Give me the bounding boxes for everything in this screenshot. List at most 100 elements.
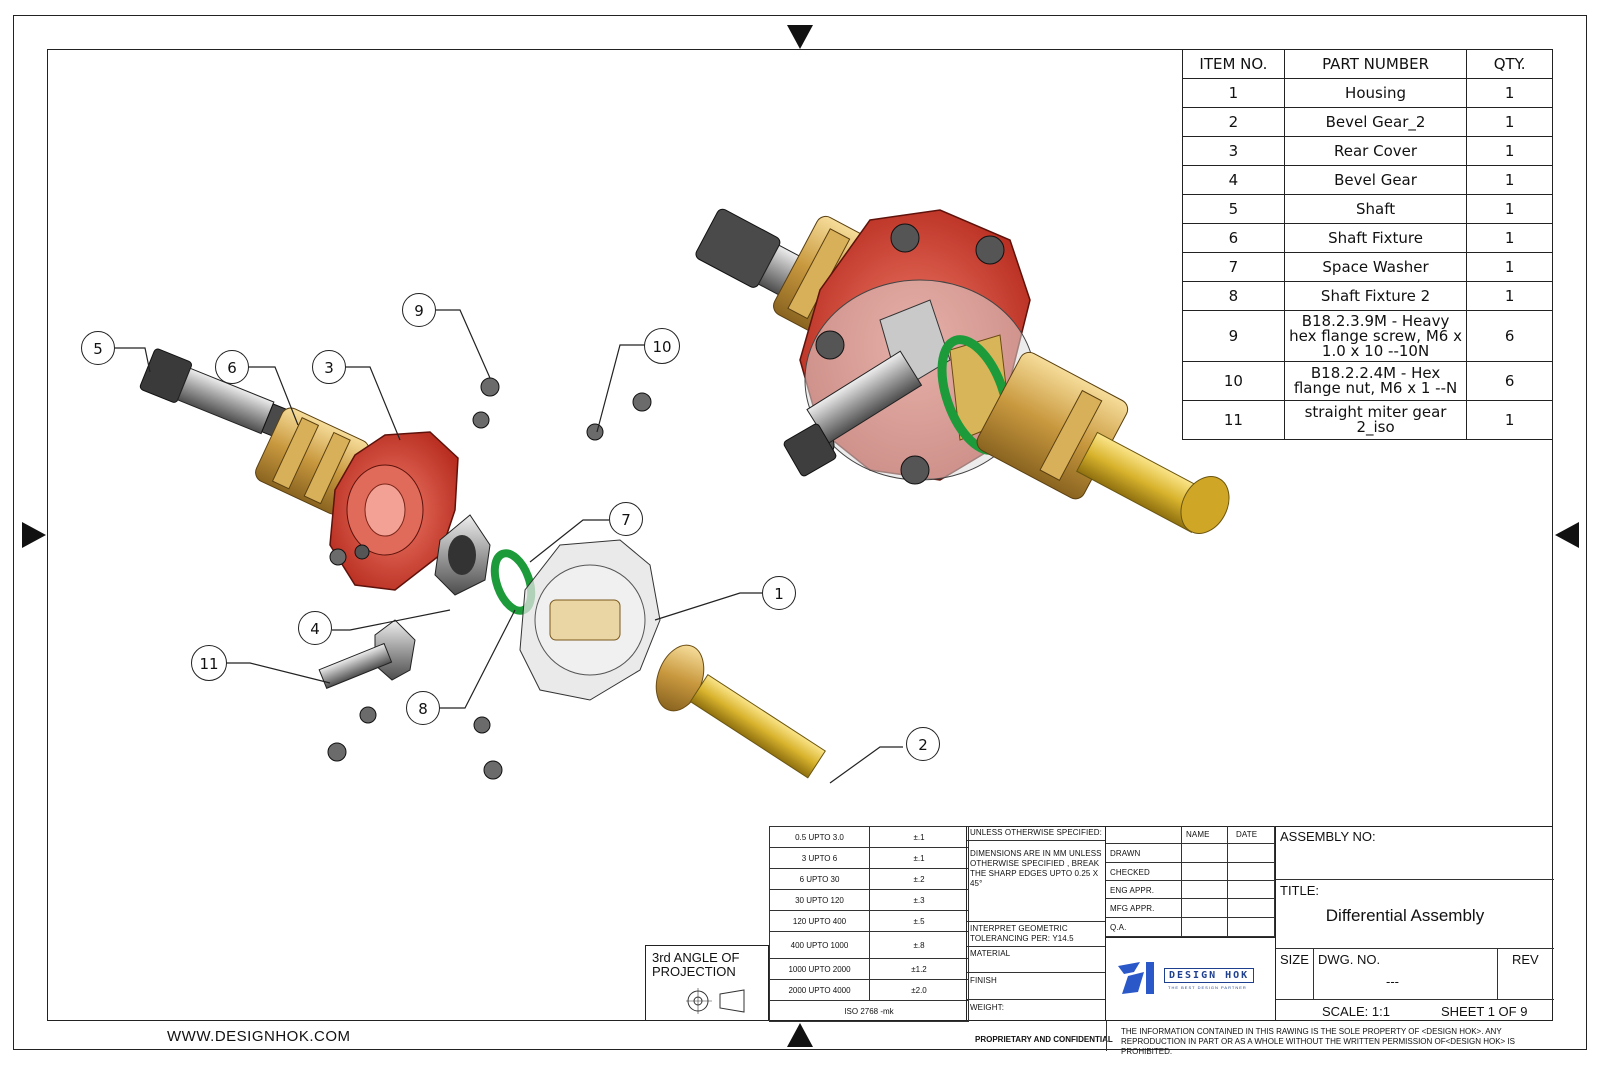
- tolerance-range: 6 UPTO 30: [769, 868, 870, 890]
- bom-qty: 1: [1466, 400, 1553, 440]
- tolerance-value: ±.1: [869, 826, 969, 848]
- tolerance-row: 2000 UPTO 4000±2.0: [769, 979, 969, 1001]
- sheet-label: SHEET 1 OF 9: [1441, 1004, 1528, 1019]
- notes-column: UNLESS OTHERWISE SPECIFIED: DIMENSIONS A…: [966, 826, 1106, 1021]
- tolerance-row: 1000 UPTO 2000±1.2: [769, 958, 969, 980]
- drawing-outer-border: [13, 15, 1587, 1050]
- part-bevel-gear-2: [655, 644, 826, 779]
- callout-balloon: 9: [402, 293, 436, 327]
- bom-qty: 6: [1466, 361, 1553, 401]
- bom-item: 10: [1182, 361, 1285, 401]
- bom-qty: 1: [1466, 252, 1553, 282]
- callout-leaders: [115, 309, 903, 784]
- tolerance-value: ±2.0: [869, 979, 969, 1001]
- rev-label: REV: [1512, 952, 1539, 967]
- hex-bolts-and-nuts: [327, 377, 652, 780]
- projection-box: 3rd ANGLE OF PROJECTION: [645, 945, 769, 1021]
- bom-part: straight miter gear 2_iso: [1283, 400, 1468, 440]
- signoff-row-label: MFG APPR.: [1110, 904, 1155, 913]
- part-housing: [519, 539, 661, 701]
- callout-balloon: 1: [762, 576, 796, 610]
- callout-balloon: 2: [906, 727, 940, 761]
- bom-header-qty: QTY.: [1466, 49, 1553, 79]
- bom-part: Rear Cover: [1283, 136, 1468, 166]
- right-center-mark-icon: [1555, 522, 1579, 548]
- tolerance-value: ±.3: [869, 889, 969, 911]
- confidential-label: PROPRIETARY AND CONFIDENTIAL: [975, 1035, 1113, 1044]
- notes-finish: FINISH: [970, 976, 997, 985]
- tolerance-standard: ISO 2768 -mk: [769, 1000, 969, 1022]
- part-straight-miter-gear: [318, 619, 416, 689]
- callout-balloon: 8: [406, 691, 440, 725]
- signoff-name-header: NAME: [1186, 830, 1210, 839]
- bom-item: 9: [1182, 310, 1285, 362]
- assembly-no-label: ASSEMBLY NO:: [1280, 829, 1376, 844]
- signoff-row-label: CHECKED: [1110, 868, 1150, 877]
- tolerance-range: 2000 UPTO 4000: [769, 979, 870, 1001]
- tolerance-range: 120 UPTO 400: [769, 910, 870, 932]
- notes-heading: UNLESS OTHERWISE SPECIFIED:: [970, 828, 1102, 837]
- company-logo: DESIGN HOK THE BEST DESIGN PARTNER: [1106, 937, 1275, 1021]
- website-link[interactable]: WWW.DESIGNHOK.COM: [167, 1028, 351, 1045]
- confidentiality-disclaimer: THE INFORMATION CONTAINED IN THIS RAWING…: [1121, 1027, 1515, 1056]
- bom-item: 2: [1182, 107, 1285, 137]
- bom-part: Bevel Gear_2: [1283, 107, 1468, 137]
- callout-balloon: 10: [644, 328, 680, 364]
- bom-part: Space Washer: [1283, 252, 1468, 282]
- callout-balloon: 11: [191, 645, 227, 681]
- tolerance-standard-row: ISO 2768 -mk: [769, 1000, 969, 1022]
- footer-divider: [1106, 1021, 1107, 1051]
- size-label: SIZE: [1280, 952, 1309, 967]
- left-center-mark-icon: [22, 522, 46, 548]
- scale-label: SCALE: 1:1: [1322, 1004, 1390, 1019]
- notes-material: MATERIAL: [970, 949, 1011, 958]
- dwg-no-label: DWG. NO.: [1318, 952, 1381, 967]
- bom-header-row: ITEM NO. PART NUMBER QTY.: [1182, 49, 1553, 79]
- bom-qty: 1: [1466, 223, 1553, 253]
- bom-item: 11: [1182, 400, 1285, 440]
- bom-part: Shaft Fixture: [1283, 223, 1468, 253]
- bom-item: 6: [1182, 223, 1285, 253]
- tolerance-value: ±1.2: [869, 958, 969, 980]
- notes-dimensions: DIMENSIONS ARE IN MM UNLESS OTHERWISE SP…: [970, 849, 1102, 888]
- logo-wordmark: DESIGN HOK: [1164, 968, 1255, 983]
- callout-balloon: 3: [312, 350, 346, 384]
- callout-balloon: 7: [609, 502, 643, 536]
- tolerance-value: ±.1: [869, 847, 969, 869]
- notes-geometric: INTERPRET GEOMETRIC TOLERANCING PER: Y14…: [970, 924, 1074, 943]
- tolerance-range: 1000 UPTO 2000: [769, 958, 870, 980]
- signoff-row-label: DRAWN: [1110, 849, 1141, 858]
- tolerance-range: 30 UPTO 120: [769, 889, 870, 911]
- bom-qty: 6: [1466, 310, 1553, 362]
- tolerance-row: 3 UPTO 6±.1: [769, 847, 969, 869]
- signoff-date-header: DATE: [1236, 830, 1258, 839]
- bom-header-item: ITEM NO.: [1182, 49, 1285, 79]
- tolerance-row: 0.5 UPTO 3.0±.1: [769, 826, 969, 848]
- top-center-mark-icon: [787, 25, 813, 49]
- signoff-row-label: ENG APPR.: [1110, 886, 1155, 895]
- callout-balloon: 6: [215, 350, 249, 384]
- bom-item: 4: [1182, 165, 1285, 195]
- bom-item: 7: [1182, 252, 1285, 282]
- assembled-differential: [695, 208, 1230, 534]
- signoff-grid: NAME DATE DRAWN CHECKED ENG APPR. MFG AP…: [1106, 826, 1275, 937]
- projection-label: 3rd ANGLE OF PROJECTION: [652, 950, 740, 979]
- title-block-right: ASSEMBLY NO: TITLE: Differential Assembl…: [1275, 826, 1554, 1021]
- logo-tagline: THE BEST DESIGN PARTNER: [1168, 985, 1247, 990]
- bom-qty: 1: [1466, 194, 1553, 224]
- part-bevel-gear: [434, 514, 491, 596]
- dwg-no-value: ---: [1386, 974, 1399, 989]
- title-label: TITLE:: [1280, 883, 1320, 898]
- tolerance-value: ±.5: [869, 910, 969, 932]
- tolerance-value: ±.2: [869, 868, 969, 890]
- tolerance-range: 400 UPTO 1000: [769, 931, 870, 959]
- callout-balloon: 4: [298, 611, 332, 645]
